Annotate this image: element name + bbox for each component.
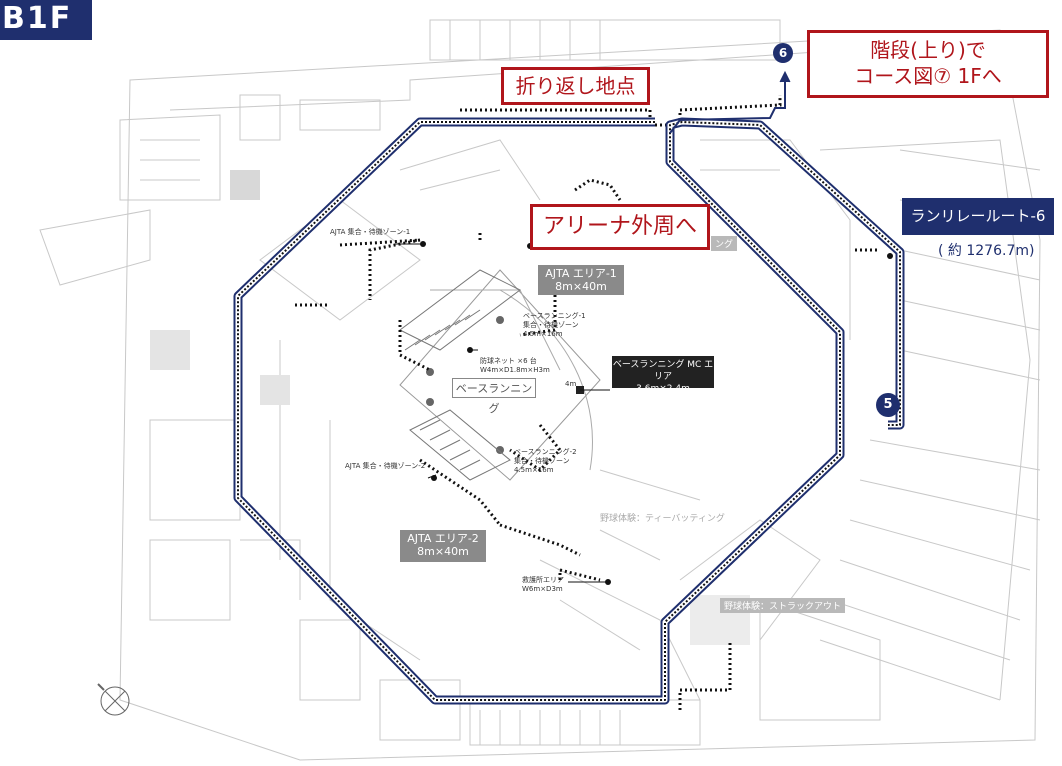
ajta-zone-2-label: AJTA 集合・待機ゾーン-2 <box>345 462 426 470</box>
relay-route <box>233 70 905 705</box>
net-label: 防球ネット ×6 台 W4m×D1.8m×H3m <box>480 357 550 375</box>
route-distance: ( 約 1276.7m) <box>938 243 1035 259</box>
stairs-text-line1: 階段(上り)で <box>870 38 986 62</box>
turnaround-text: 折り返し地点 <box>515 74 636 98</box>
net-line1: 防球ネット ×6 台 <box>480 357 537 365</box>
north-compass-icon <box>97 683 130 716</box>
struck-out-label: 野球体験：ストラックアウト <box>720 598 846 613</box>
mc-area: ベースランニング MC エリア 3.6m×2.4m <box>612 356 714 394</box>
base-zone-2-line3: 4.5m×16m <box>514 466 554 474</box>
partial-label: ング <box>711 236 738 251</box>
tee-batting-label: 野球体験：ティーバッティング <box>600 511 725 524</box>
base-zone-1-line3: 4.5m×16m <box>523 330 563 338</box>
arena-callout: アリーナ外周へ <box>530 204 710 250</box>
leader-lines <box>395 243 610 583</box>
route-label: ランリレールート-6 <box>902 198 1054 235</box>
floor-badge: B1F <box>0 0 92 40</box>
four-m-label: 4m <box>565 380 577 388</box>
net-line2: W4m×D1.8m×H3m <box>480 366 550 374</box>
aid-line2: W6m×D3m <box>522 585 563 593</box>
base-zone-1-label: ベースランニング-1 集合・待機ゾーン 4.5m×16m <box>523 312 586 339</box>
ajta-strips <box>399 269 521 481</box>
ajta-area-2-title: AJTA エリア-2 <box>407 532 479 545</box>
base-zone-2-line2: 集合・待機ゾーン <box>514 457 570 465</box>
ajta-area-2-size: 8m×40m <box>417 545 469 558</box>
aid-line1: 救護所エリア <box>522 576 564 584</box>
ajta-zone-1-label: AJTA 集合・待機ゾーン-1 <box>330 228 411 236</box>
base-zone-2-label: ベースランニング-2 集合・待機ゾーン 4.5m×16m <box>514 448 577 475</box>
base-zone-1-line1: ベースランニング-1 <box>523 312 586 320</box>
base-zone-2-line1: ベースランニング-2 <box>514 448 577 456</box>
ajta-area-1-title: AJTA エリア-1 <box>545 267 617 280</box>
mc-area-title: ベースランニング MC エリア <box>612 360 714 382</box>
arena-text: アリーナ外周へ <box>542 214 697 239</box>
ajta-area-1: AJTA エリア-1 8m×40m <box>538 265 624 295</box>
stairs-callout: 階段(上り)で コース図⑦ 1Fへ <box>807 30 1049 98</box>
route-end-marker: 6 <box>773 43 793 63</box>
turnaround-callout: 折り返し地点 <box>501 67 650 105</box>
base-running-label: ベースランニング <box>452 378 536 415</box>
stairs-text-line2: コース図⑦ 1Fへ <box>854 64 1002 88</box>
route-start-marker: 5 <box>876 393 900 417</box>
ajta-area-1-size: 8m×40m <box>555 280 607 293</box>
mc-area-size: 3.6m×2.4m <box>636 384 690 394</box>
building-outline <box>39 19 1041 761</box>
aid-label: 救護所エリア W6m×D3m <box>522 576 564 594</box>
base-zone-1-line2: 集合・待機ゾーン <box>523 321 579 329</box>
ajta-area-2: AJTA エリア-2 8m×40m <box>400 530 486 562</box>
